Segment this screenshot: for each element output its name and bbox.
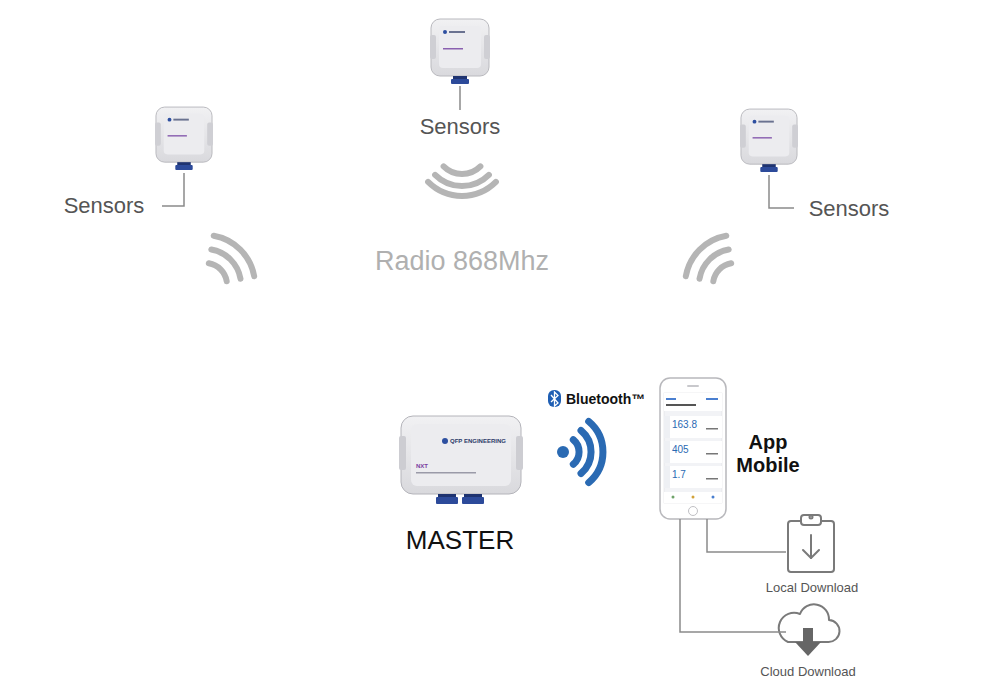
sensor-node: Sensors bbox=[430, 18, 490, 84]
phone-illustration bbox=[660, 378, 726, 519]
node-label: Cloud Download bbox=[760, 665, 855, 680]
screen-value: 163.8 bbox=[672, 419, 697, 431]
sensor-device bbox=[740, 109, 798, 172]
brand-label: QFP ENGINEERING bbox=[450, 438, 506, 445]
download-node: Cloud Download bbox=[786, 606, 842, 658]
bluetooth-logo bbox=[548, 390, 561, 407]
cloud-download-icon bbox=[779, 604, 840, 656]
master-device bbox=[399, 416, 523, 504]
leader-lines bbox=[162, 86, 794, 208]
node-label: Sensors bbox=[420, 114, 501, 139]
node-label: Sensors bbox=[809, 196, 890, 221]
bluetooth-label: Bluetooth™ bbox=[566, 391, 645, 407]
master-node: MASTER bbox=[400, 415, 522, 505]
connector-line bbox=[707, 519, 786, 552]
node-label: App Mobile bbox=[728, 431, 808, 477]
screen-value: 1.7 bbox=[672, 469, 686, 481]
band-label: Radio 868Mhz bbox=[375, 246, 549, 277]
model-label: NXT bbox=[416, 463, 428, 470]
sensor-node: Sensors bbox=[155, 105, 213, 171]
sensor-device bbox=[430, 19, 490, 84]
node-label: MASTER bbox=[406, 526, 514, 556]
connector-line bbox=[680, 519, 786, 632]
local-download-icon bbox=[788, 515, 834, 572]
screen-value: 405 bbox=[672, 444, 689, 456]
bluetooth-waves bbox=[557, 421, 603, 482]
node-label: Local Download bbox=[766, 581, 859, 596]
sensor-node: Sensors bbox=[740, 107, 798, 173]
download-node: Local Download bbox=[786, 513, 836, 575]
node-label: Sensors bbox=[64, 193, 145, 218]
radio-waves bbox=[209, 166, 731, 281]
app-node: App Mobile bbox=[660, 378, 726, 519]
sensor-device bbox=[155, 107, 213, 170]
